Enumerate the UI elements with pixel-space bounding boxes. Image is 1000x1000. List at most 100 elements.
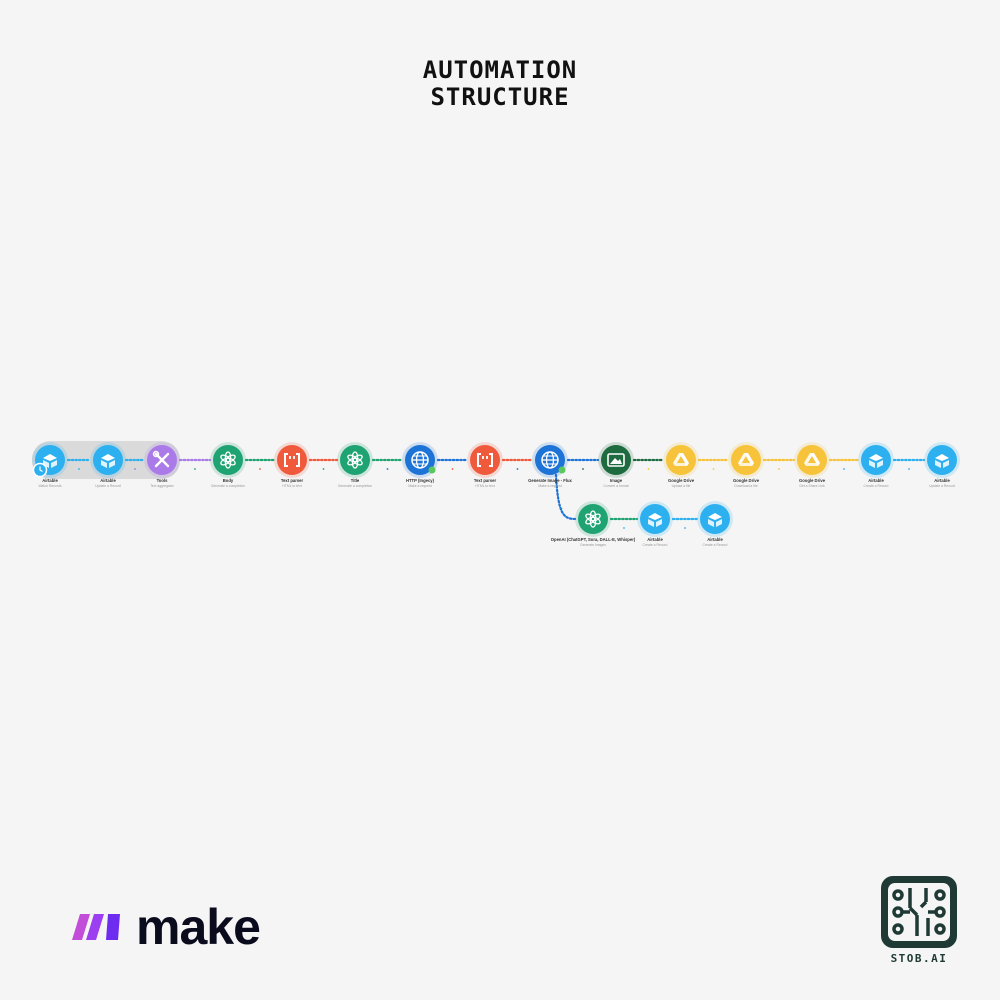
clock-trigger-icon[interactable] [32, 462, 48, 478]
node-label: Airtable [100, 478, 116, 483]
connection-arrow-n8-n9 [516, 468, 519, 470]
text-parser-icon [284, 453, 300, 467]
openai-icon [347, 451, 363, 469]
stob-ai-logo-text: STOB.AI [890, 952, 948, 965]
make-logo-word: make [136, 899, 261, 955]
airtable-icon [648, 513, 662, 527]
node-sublabel: Update a Record [95, 484, 121, 488]
node-label: Airtable [934, 478, 950, 483]
node-sublabel: Watch Records [38, 484, 61, 488]
node-sublabel: Generate a completion [211, 484, 245, 488]
node-label: Airtable [868, 478, 884, 483]
node-label: Text parser [281, 478, 304, 483]
node-sublabel: Get a Share Link [799, 484, 825, 488]
connection-arrow-n4-n5 [259, 468, 261, 470]
node-n7[interactable]: HTTP (Ingecy)Make a request [402, 442, 438, 488]
diagram-title-line-2: STRUCTURE [430, 83, 570, 111]
connection-arrow-n9-n10 [582, 468, 584, 470]
connection-arrow-n7-n8 [451, 468, 454, 470]
node-sublabel: Download a file [734, 484, 757, 488]
filter-badge-icon [558, 466, 566, 474]
node-label: Tools [157, 478, 169, 483]
node-sublabel: Make a request [538, 484, 561, 488]
node-sublabel: Upload a file [672, 484, 691, 488]
airtable-icon [869, 454, 883, 468]
text-parser-icon [477, 453, 493, 467]
airtable-icon [101, 454, 115, 468]
node-label: Image [610, 478, 623, 483]
google-drive-icon [804, 453, 820, 466]
openai-icon [220, 451, 236, 469]
node-n16[interactable]: OpenAI (ChatGPT, Sora, DALL-E, Whisper)G… [551, 501, 636, 547]
node-label: Google Drive [799, 478, 826, 483]
connection-arrow-n9-n16 [560, 507, 563, 510]
connection-arrow-n13-n14 [843, 468, 845, 470]
globe-icon [411, 451, 429, 469]
airtable-icon [708, 513, 722, 527]
diagram-title-line-1: AUTOMATION [422, 56, 578, 84]
openai-icon [585, 510, 601, 528]
node-sublabel: Generate a completion [338, 484, 372, 488]
globe-icon [541, 451, 559, 469]
connection-arrow-n11-n12 [712, 468, 715, 470]
node-sublabel: Text aggregator [150, 484, 174, 488]
node-label: Title [351, 478, 360, 483]
node-label: Text parser [474, 478, 497, 483]
airtable-icon [43, 454, 57, 468]
tools-icon [152, 450, 170, 468]
google-drive-icon [673, 453, 689, 466]
connection-arrow-n14-n15 [908, 468, 910, 470]
connection-arrow-n12-n13 [778, 468, 780, 470]
connection-arrow-n1-n2 [78, 468, 80, 470]
airtable-icon [935, 454, 949, 468]
connection-arrow-n6-n7 [386, 468, 389, 470]
image-icon [607, 453, 625, 467]
stob-ai-chip-icon [881, 876, 957, 948]
connection-arrow-n3-n4 [194, 468, 196, 470]
node-label: HTTP (Ingecy) [406, 478, 435, 483]
node-sublabel: Update a Record [929, 484, 955, 488]
connection-arrow-n10-n11 [647, 468, 650, 470]
node-label: Airtable [707, 537, 723, 542]
connection-arrow-n16-n17 [623, 527, 625, 529]
node-sublabel: Convert a format [603, 484, 628, 488]
filter-badge-icon [428, 466, 436, 474]
node-label: Google Drive [668, 478, 695, 483]
google-drive-icon [738, 453, 754, 466]
connection-n9-n16 [554, 473, 577, 521]
node-label: Airtable [647, 537, 663, 542]
make-logo: make [72, 898, 261, 956]
connection-arrow-n5-n6 [322, 468, 325, 470]
connection-arrow-n17-n18 [684, 527, 686, 529]
node-sublabel: Make a request [408, 484, 431, 488]
node-sublabel: Create a Record [864, 484, 889, 488]
node-sublabel: HTML to text [282, 484, 301, 488]
node-sublabel: HTML to text [475, 484, 494, 488]
node-label: Google Drive [733, 478, 760, 483]
node-sublabel: Create a Record [643, 543, 668, 547]
node-label: Generate Image - Flux [528, 478, 572, 483]
node-sublabel: Generate images [580, 543, 606, 547]
node-label: OpenAI (ChatGPT, Sora, DALL-E, Whisper) [551, 537, 636, 542]
make-logo-mark-icon [72, 914, 120, 940]
node-label: Body [223, 478, 234, 483]
connection-arrow-n2-n3 [134, 468, 136, 470]
